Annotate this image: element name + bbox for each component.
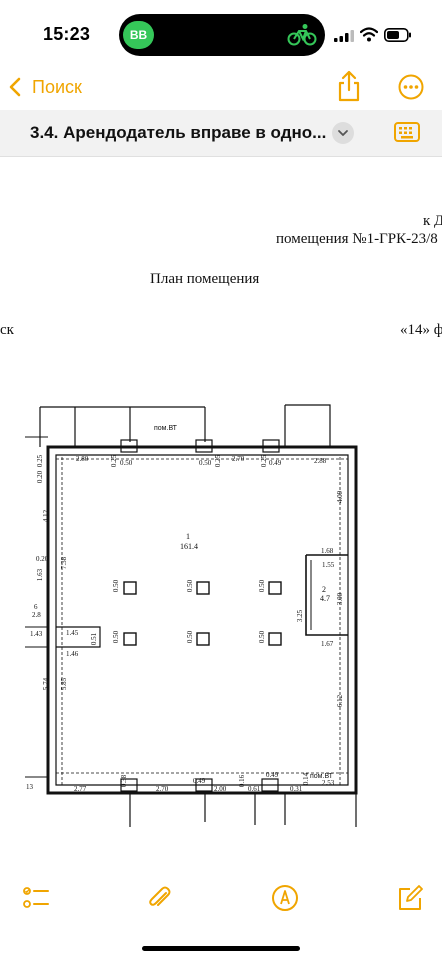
status-time: 15:23 [43,24,91,44]
bicycle-icon [287,24,317,46]
status-bar: 15:23 BB [0,0,442,62]
dim-top: 0.25 [110,454,119,468]
dim-left: 1.43 [30,630,43,638]
dim-bottom: 0.49 [193,777,206,785]
battery-icon [384,28,411,42]
left-text-fragment: ск [0,322,14,338]
room-small-area: 4.7 [320,594,330,603]
keyboard-icon[interactable] [394,122,420,144]
dim-bottom: 0.61 [248,785,261,793]
navigation-bar: Поиск [0,62,442,110]
dim-bottom: 2.70 [156,785,169,793]
room-main-number: 1 [186,532,190,541]
dim-top: 0.25 [214,454,223,468]
compose-icon[interactable] [396,884,424,912]
dim-right: 4.09 [336,490,345,504]
wifi-icon [360,27,378,42]
title-dropdown-button[interactable] [332,122,354,144]
dim-left: 7.38 [60,556,69,570]
dim-top: 0.25 [36,454,45,468]
more-options-icon[interactable] [398,74,424,100]
dim-top: 0.25 [260,454,269,468]
room-main-area: 161.4 [180,542,198,551]
document-title[interactable]: 3.4. Арендодатель вправе в одно... [30,123,327,142]
dim-left: 0.20 [36,470,45,484]
dim-mid: 1.46 [66,650,79,658]
room-small-number: 2 [322,585,326,594]
document-title-bar: 3.4. Арендодатель вправе в одно... [0,110,442,157]
column-label: 0.50 [258,630,267,644]
back-label: Поиск [32,76,82,97]
plan-title: План помещения [150,271,260,287]
dim-bottom: 2.53 [322,779,335,787]
dim-right: 1.55 [322,561,335,569]
plan-label-vt-bottom: пом.ВТ [310,773,333,780]
dim-bottom: 2.00 [214,785,227,793]
column-label: 0.50 [258,579,267,593]
dim-bottom: 2.77 [74,785,87,793]
dim-left: 0.20 [36,555,49,563]
document-page[interactable]: к Д помещения №1-ГРК-23/8 План помещения… [0,157,442,869]
dim-right: 3.00 [336,592,345,606]
home-indicator[interactable] [142,946,300,951]
dim-bottom: 0.31 [290,785,303,793]
column-label: 0.50 [112,630,121,644]
back-button[interactable]: Поиск [8,74,82,100]
dim-right: 3.25 [296,609,305,623]
markup-pen-icon[interactable] [271,884,299,912]
dim-top: 2.80 [76,455,89,463]
dim-left: 5.85 [60,677,69,691]
share-icon[interactable] [337,70,361,102]
cellular-signal-icon [334,30,354,42]
dim-left: 5.74 [42,677,51,691]
dim-left: 1.63 [36,568,45,582]
dim-top: 0.50 [199,459,212,467]
dim-bottom: 0.49 [266,771,279,779]
app-badge: BB [123,21,154,49]
dim-mid: 0.51 [90,632,99,646]
dim-mid: 1.45 [66,629,79,637]
dim-bottom: 0.38 [120,774,129,788]
header-right-line-2: помещения №1-ГРК-23/8 [276,231,438,247]
dim-bottom: 13 [26,783,33,791]
floor-plan [25,404,358,827]
checklist-icon[interactable] [22,884,50,912]
bottom-toolbar [0,870,442,960]
dim-top: 0.50 [120,459,133,467]
dynamic-island: BB [119,14,325,56]
paperclip-icon[interactable] [146,884,174,912]
dim-left: 6 [34,603,38,611]
column-label: 0.50 [186,579,195,593]
right-text-fragment: «14» ф [400,322,442,338]
dim-bottom: 0.16 [238,774,247,788]
dim-bottom: 0.14 [302,772,311,786]
dim-right: 1.67 [321,640,334,648]
dim-right: 1.68 [321,547,334,555]
column-label: 0.50 [186,630,195,644]
column-label: 0.50 [112,579,121,593]
dim-left: 2.8 [32,611,41,619]
chevron-left-icon [9,77,21,97]
dim-top: 2.88 [314,457,327,465]
dim-top: 2.70 [232,455,245,463]
chevron-down-icon [338,130,348,136]
header-right-line-1: к Д [423,213,442,229]
plan-label-vt-top: пом.ВТ [154,425,177,432]
dim-left: 4.12 [42,509,51,523]
dim-right: 6.12 [336,694,345,708]
dim-top: 0.49 [269,459,282,467]
